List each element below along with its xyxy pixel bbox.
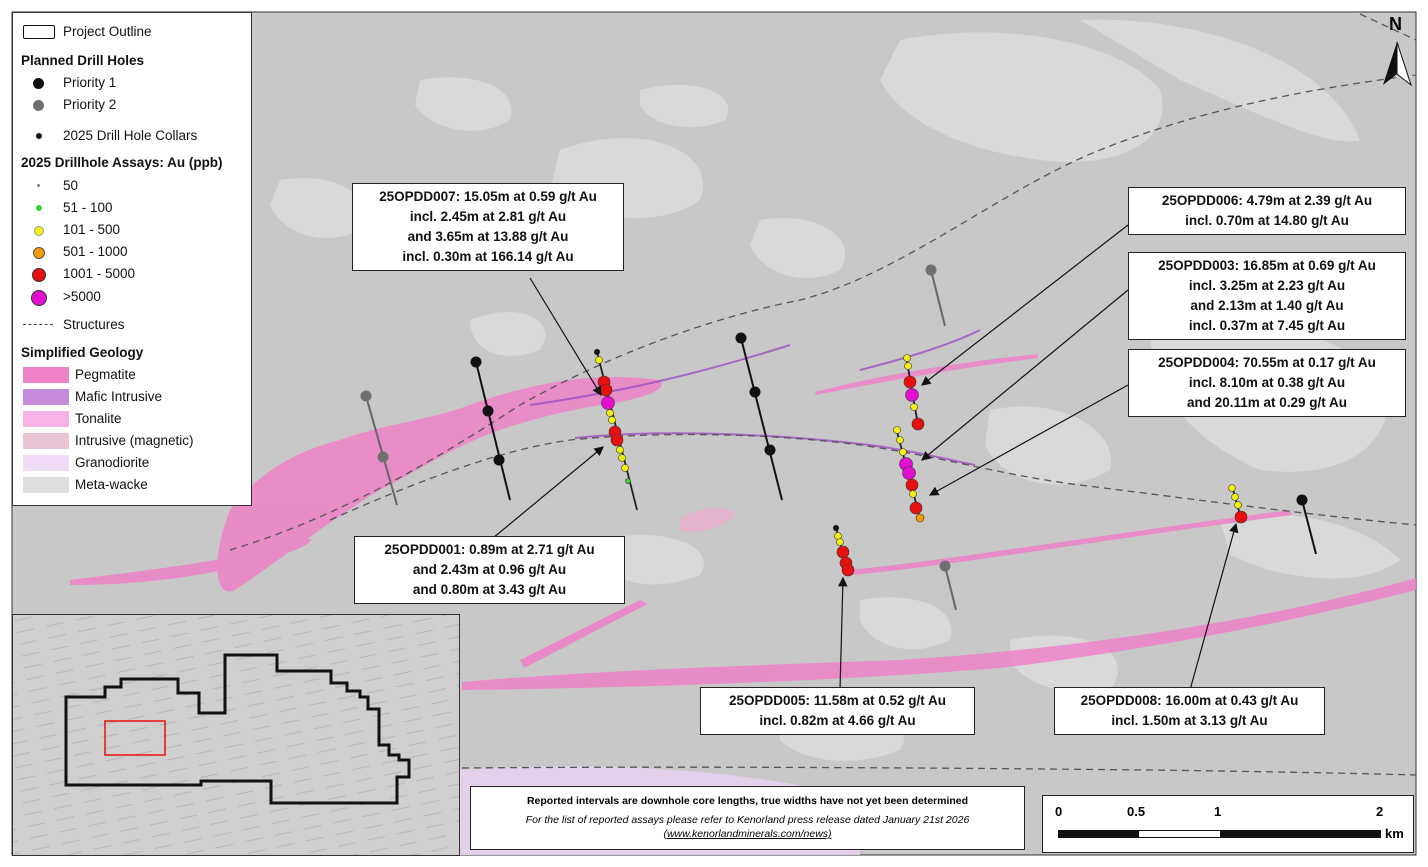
note-link[interactable]: (www.kenorlandminerals.com/news) — [663, 828, 832, 840]
mafic-swatch — [23, 389, 69, 405]
planned-holes-priority-2 — [360, 264, 957, 611]
collar-symbol — [36, 133, 42, 139]
granodiorite-swatch — [23, 455, 69, 471]
priority1-symbol — [33, 78, 44, 89]
legend-assay-1001-5000: 1001 - 5000 — [63, 266, 136, 281]
project-outline-swatch — [23, 25, 55, 39]
callout-leaders — [492, 224, 1239, 691]
scale-tick-0: 0 — [1055, 804, 1063, 819]
priority2-symbol — [33, 100, 44, 111]
legend-assay-50: 50 — [63, 178, 79, 193]
legend-assay-501-1000: 501 - 1000 — [63, 244, 128, 259]
structures-symbol — [23, 324, 53, 325]
assay-1001-5000-symbol — [32, 268, 46, 282]
assay-501-1000-symbol — [33, 247, 45, 259]
legend-granodiorite: Granodiorite — [75, 455, 150, 470]
assay-points — [595, 354, 1248, 577]
planned-holes-priority-1 — [470, 332, 1317, 555]
scale-tick-1: 1 — [1214, 804, 1222, 819]
legend-tonalite: Tonalite — [75, 411, 122, 426]
legend-meta-wacke: Meta-wacke — [75, 477, 148, 492]
scale-bar: 0 0.5 1 2 km — [1042, 795, 1414, 853]
legend-collars: 2025 Drill Hole Collars — [63, 128, 198, 143]
north-label: N — [1389, 14, 1402, 34]
legend-priority1: Priority 1 — [63, 75, 117, 90]
legend-assay-51-100: 51 - 100 — [63, 200, 113, 215]
legend-assay-gt5000: >5000 — [63, 289, 101, 304]
meta-wacke-swatch — [23, 477, 69, 493]
inset-map — [12, 614, 460, 856]
legend-assays-header: 2025 Drillhole Assays: Au (ppb) — [21, 155, 223, 170]
assay-51-100-symbol — [36, 205, 42, 211]
legend-geology-header: Simplified Geology — [21, 345, 144, 360]
legend-planned-header: Planned Drill Holes — [21, 53, 145, 68]
legend-priority2: Priority 2 — [63, 97, 117, 112]
legend-intrusive-magnetic: Intrusive (magnetic) — [75, 433, 194, 448]
pegmatite-swatch — [23, 367, 69, 383]
scale-tick-2: 2 — [1376, 804, 1384, 819]
legend-pegmatite: Pegmatite — [75, 367, 136, 382]
project-outline — [64, 653, 411, 805]
legend-project-outline: Project Outline — [63, 24, 152, 39]
inset-map-extent-box — [104, 720, 166, 756]
note-line1: Reported intervals are downhole core len… — [526, 795, 969, 807]
legend-structures: Structures — [63, 317, 125, 332]
map-legend: Project Outline Planned Drill Holes Prio… — [12, 12, 252, 506]
assay-50-symbol — [37, 184, 40, 187]
disclaimer-note: Reported intervals are downhole core len… — [470, 786, 1025, 850]
mafic-dykes — [529, 329, 981, 466]
legend-mafic: Mafic Intrusive — [75, 389, 163, 404]
assay-101-500-symbol — [34, 226, 44, 236]
scale-tick-0-5: 0.5 — [1127, 804, 1146, 819]
north-arrow-icon — [1383, 41, 1412, 87]
assay-gt5000-symbol — [31, 290, 47, 306]
intrusive-magnetic-swatch — [23, 433, 69, 449]
scale-bar-graphic — [1058, 830, 1381, 838]
structures — [229, 13, 1417, 776]
inset-map-svg — [13, 615, 459, 855]
legend-assay-101-500: 101 - 500 — [63, 222, 121, 237]
pegmatite-bodies — [70, 354, 1416, 690]
tonalite-swatch — [23, 411, 69, 427]
scale-unit: km — [1385, 826, 1404, 841]
note-line2: For the list of reported assays please r… — [525, 814, 970, 826]
